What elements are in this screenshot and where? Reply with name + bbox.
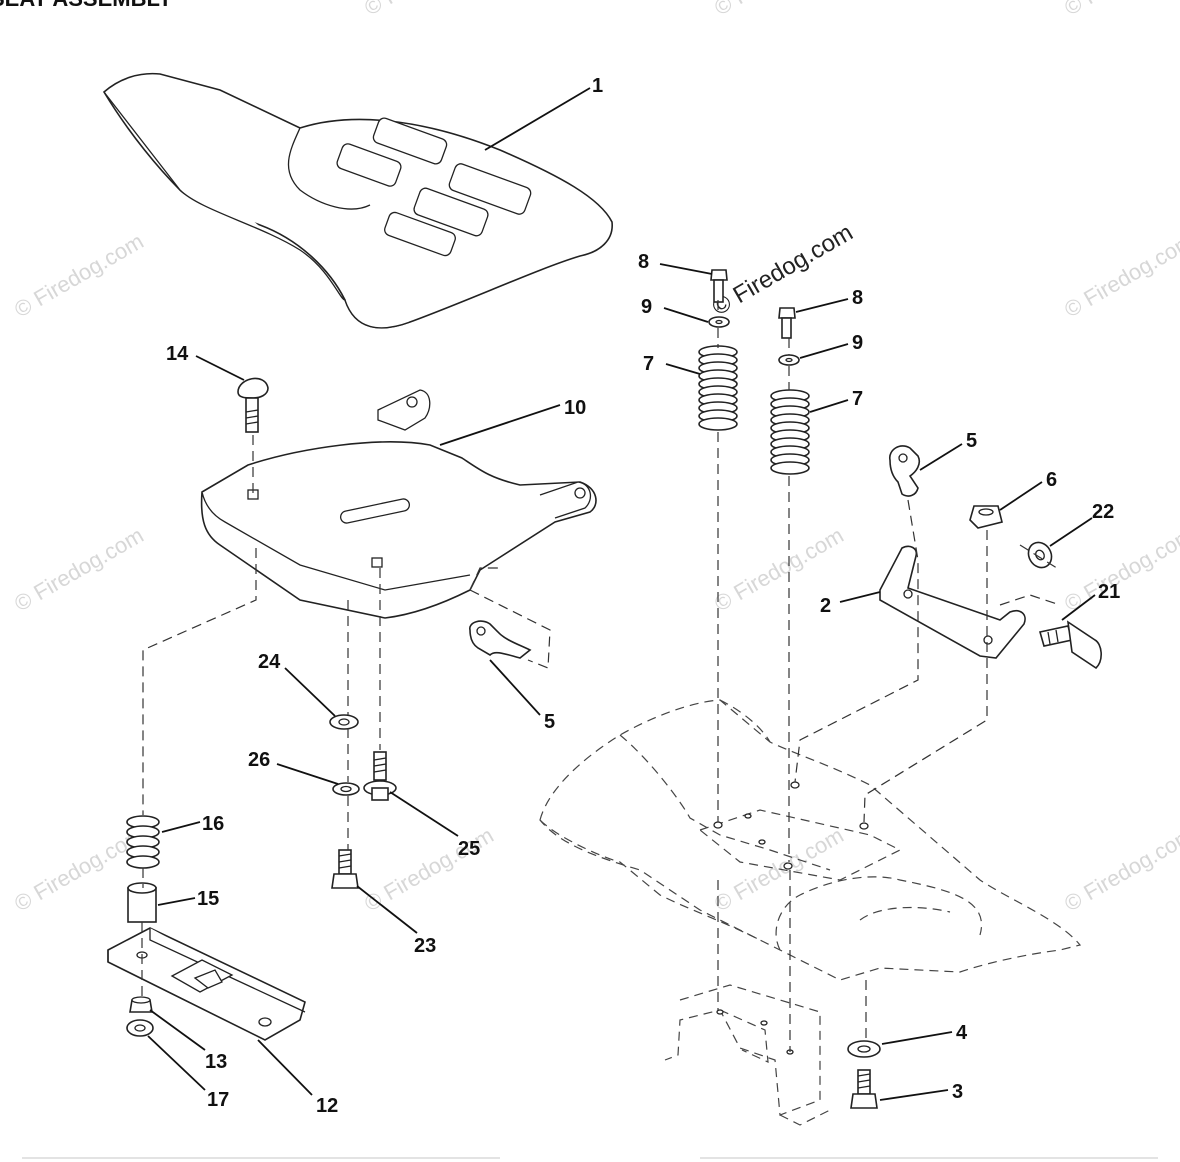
callout-3: 3 (952, 1081, 963, 1103)
callout-9: 9 (852, 332, 863, 354)
callout-labels: 1 14 10 24 26 25 23 16 15 13 17 12 5 8 9… (166, 75, 1120, 1117)
callout-25: 25 (458, 838, 480, 860)
watermark: © Firedog.com (1060, 822, 1180, 916)
diagram-title: SEAT ASSEMBLY (0, 0, 173, 11)
watermark: © Firedog.com (1060, 0, 1180, 20)
callout-17: 17 (207, 1089, 229, 1111)
assembly-lines (141, 300, 1061, 1052)
callout-13: 13 (205, 1051, 227, 1073)
callout-5: 5 (544, 711, 555, 733)
callout-9: 9 (641, 296, 652, 318)
callout-16: 16 (202, 813, 224, 835)
lock-nut (969, 505, 1003, 529)
callout-22: 22 (1092, 501, 1114, 523)
shoulder-bolt (363, 751, 397, 801)
callout-6: 6 (1046, 469, 1057, 491)
fender-frame-outline (539, 699, 1082, 1126)
flange-nut (129, 996, 153, 1013)
carriage-bolt (237, 377, 269, 433)
hex-bolt (331, 849, 359, 889)
hair-clip (889, 445, 921, 497)
callout-21: 21 (1098, 581, 1120, 603)
seat-spring (126, 815, 160, 869)
spacer (127, 882, 157, 923)
hair-clip (469, 620, 532, 659)
seat-spring (698, 345, 738, 431)
seat-pan (200, 389, 597, 619)
callout-2: 2 (820, 595, 831, 617)
mounting-holes (713, 781, 869, 1055)
shoulder-bolt (1038, 620, 1102, 670)
callout-10: 10 (564, 397, 586, 419)
callout-24: 24 (258, 651, 281, 673)
callout-26: 26 (248, 749, 270, 771)
seat-adjust-bracket (107, 927, 306, 1041)
watermark: © Firedog.com (10, 228, 148, 322)
callout-4: 4 (956, 1022, 968, 1044)
washer (1027, 541, 1053, 569)
callout-23: 23 (414, 935, 436, 957)
leader-lines (147, 87, 1096, 1101)
callout-12: 12 (316, 1095, 338, 1117)
callout-8: 8 (638, 251, 649, 273)
hex-bolt (778, 307, 796, 339)
hex-bolt (850, 1069, 878, 1109)
watermark-main: © Firedog.com (708, 219, 858, 321)
seat-spring (770, 389, 810, 475)
seat (102, 72, 613, 329)
flat-washer (847, 1040, 881, 1058)
watermark: © Firedog.com (360, 0, 498, 20)
watermark: © Firedog.com (1060, 228, 1180, 322)
callout-15: 15 (197, 888, 219, 910)
watermark: © Firedog.com (10, 822, 148, 916)
callout-7: 7 (643, 353, 654, 375)
seat-mount-bracket (879, 545, 1026, 659)
watermark: © Firedog.com (10, 522, 148, 616)
lock-nut (126, 1019, 154, 1037)
watermark: © Firedog.com (360, 822, 498, 916)
callout-7: 7 (852, 388, 863, 410)
callout-14: 14 (166, 343, 189, 365)
watermark: © Firedog.com (710, 0, 848, 20)
callout-5: 5 (966, 430, 977, 452)
callout-1: 1 (592, 75, 603, 97)
callout-8: 8 (852, 287, 863, 309)
